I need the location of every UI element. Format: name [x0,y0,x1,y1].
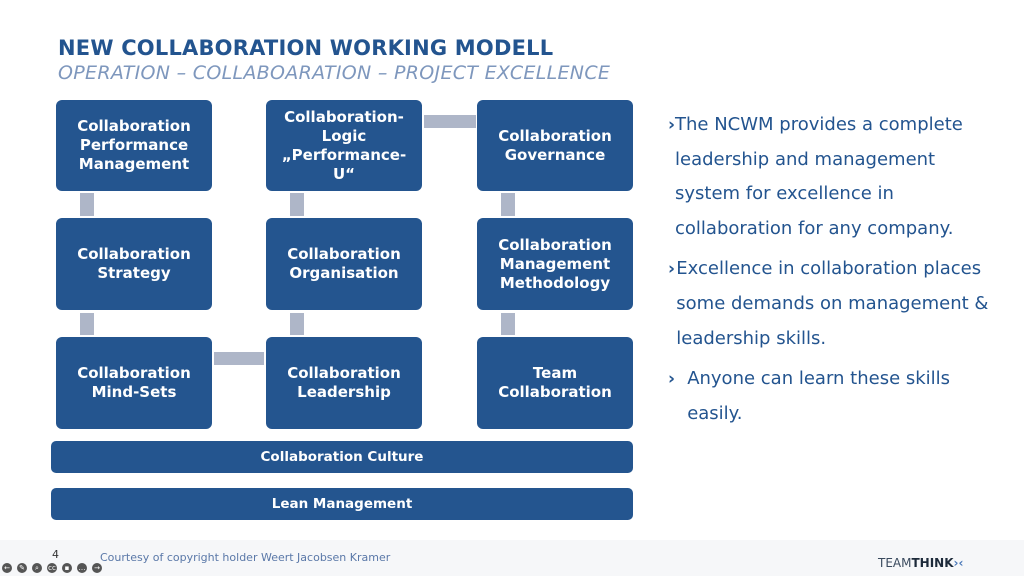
model-box-line: Methodology [499,273,611,292]
logo-mark-icon: ›‹ [953,556,964,570]
model-box-line: Management [78,155,190,173]
pen-icon[interactable]: ✎ [17,563,27,573]
connector [80,313,94,335]
model-box-line: Collaboration [498,126,612,145]
teamthink-logo: TEAMTHINK›‹ [878,556,964,570]
model-box-line: Collaboration [77,245,191,263]
connector [290,313,304,335]
model-box-line: Collaboration [77,364,191,382]
connector [290,193,304,216]
model-box-line: Mind-Sets [91,383,177,401]
model-box-line: Logic [321,126,367,145]
model-box-line: Collaboration [498,383,612,401]
camera-icon[interactable]: ▪ [62,563,72,573]
connector [501,193,515,216]
bullet-item: ›Excellence in collaboration places some… [668,252,998,356]
captions-icon[interactable]: cc [47,563,57,573]
model-box-line: Governance [504,145,606,164]
slide-title: NEW COLLABORATION WORKING MODELL [58,36,554,60]
bullet-item: ›Anyone can learn these skills easily. [668,362,998,431]
model-box-line: Collaboration [287,364,401,382]
chevron-right-icon: › [668,369,676,390]
model-box-line: Collaboration- [284,107,404,126]
model-box-line: Collaboration [287,245,401,263]
connector [424,115,476,128]
bullet-item: ›The NCWM provides a complete leadership… [668,108,998,246]
bullet-list: ›The NCWM provides a complete leadership… [668,108,998,437]
model-box: Collaboration-Logic„Performance-U“ [266,100,422,191]
model-box-line: Performance [79,136,189,154]
chevron-right-icon: › [668,115,676,135]
model-box-line: „Performance- [281,145,407,164]
previous-icon[interactable]: ← [2,563,12,573]
zoom-icon[interactable]: ⌕ [32,563,42,573]
model-box-line: Team [532,364,578,382]
slideshow-toolbar: ← ✎ ⌕ cc ▪ … → [2,563,102,573]
courtesy-note: Courtesy of copyright holder Weert Jacob… [100,551,391,564]
connector [80,193,94,216]
connector [501,313,515,335]
collaboration-culture-bar: Collaboration Culture [51,441,633,473]
more-icon[interactable]: … [77,563,87,573]
slide-subtitle: OPERATION – COLLABOARATION – PROJECT EXC… [58,62,611,84]
lean-management-bar: Lean Management [51,488,633,520]
page-number: 4 [52,548,59,561]
model-box-line: U“ [332,164,356,183]
footer [0,540,1024,576]
model-box-line: Collaboration [498,235,612,254]
model-box-line: Collaboration [77,117,191,135]
connector [214,352,264,365]
model-box-line: Management [499,254,611,273]
model-box-line: Organisation [289,264,399,282]
next-icon[interactable]: → [92,563,102,573]
model-box-line: Leadership [297,383,391,401]
chevron-right-icon: › [668,259,676,280]
model-box-line: Strategy [97,264,171,282]
